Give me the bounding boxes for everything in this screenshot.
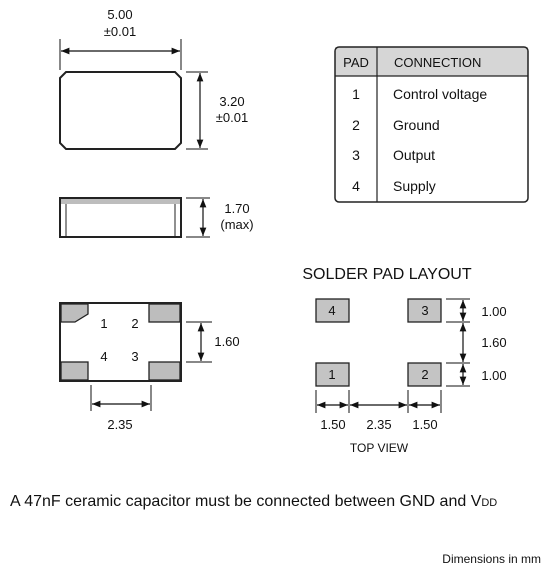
table-cell-pad: 2 bbox=[352, 117, 360, 133]
solder-pad-label-3: 3 bbox=[421, 303, 428, 318]
solder-layout-title: SOLDER PAD LAYOUT bbox=[302, 266, 471, 283]
top-body-outline bbox=[59, 71, 182, 150]
side-body-lid bbox=[61, 199, 180, 204]
bottom-pad-label-2: 2 bbox=[131, 316, 138, 331]
table-header-pad: PAD bbox=[343, 55, 369, 70]
bottom-pad-4 bbox=[60, 361, 89, 381]
table-cell-pad: 1 bbox=[352, 86, 360, 102]
table-border bbox=[334, 46, 529, 203]
pad-spacing-value: 2.35 bbox=[107, 417, 132, 432]
top-width-value: 5.00 bbox=[107, 7, 132, 22]
solder-pad-2 bbox=[407, 362, 442, 387]
solder-dim-bottom-2: 2.35 bbox=[366, 417, 391, 432]
solder-pad-label-4: 4 bbox=[328, 303, 335, 318]
bottom-pad-3 bbox=[148, 361, 181, 381]
table-cell-pad: 4 bbox=[352, 178, 360, 194]
top-height-value: 3.20 bbox=[219, 94, 244, 109]
top-body-view: 5.00 ±0.01 3.20 ±0.01 bbox=[59, 7, 248, 150]
side-body-view: 1.70 (max) bbox=[59, 197, 254, 238]
capacitor-note: A 47nF ceramic capacitor must be connect… bbox=[10, 493, 497, 510]
thickness-value: 1.70 bbox=[224, 201, 249, 216]
solder-pad-4 bbox=[315, 298, 350, 323]
pad-height-value: 1.60 bbox=[214, 334, 239, 349]
connection-table: PAD CONNECTION 1 Control voltage 2 Groun… bbox=[334, 46, 529, 203]
bottom-pad-label-1: 1 bbox=[100, 316, 107, 331]
solder-pad-label-2: 2 bbox=[421, 367, 428, 382]
solder-pad-label-1: 1 bbox=[328, 367, 335, 382]
solder-dim-bottom-1: 1.50 bbox=[320, 417, 345, 432]
solder-dim-right-2: 1.60 bbox=[481, 335, 506, 350]
table-cell-connection: Control voltage bbox=[393, 86, 487, 102]
solder-dim-right-3: 1.00 bbox=[481, 368, 506, 383]
solder-pad-3 bbox=[407, 298, 442, 323]
table-cell-pad: 3 bbox=[352, 147, 360, 163]
table-cell-connection: Supply bbox=[393, 178, 436, 194]
units-footer: Dimensions in mm bbox=[442, 552, 541, 566]
thickness-note: (max) bbox=[220, 217, 253, 232]
bottom-pad-label-3: 3 bbox=[131, 349, 138, 364]
table-cell-connection: Output bbox=[393, 147, 435, 163]
solder-pad-layout: SOLDER PAD LAYOUT 4 3 1 2 1.00 1.60 1.00… bbox=[302, 266, 506, 455]
table-header-background bbox=[335, 47, 528, 76]
bottom-body-view: 1 2 4 3 1.60 2.35 bbox=[59, 302, 240, 432]
top-view-label: TOP VIEW bbox=[350, 441, 409, 455]
side-body-outline bbox=[59, 197, 182, 238]
capacitor-note-subscript: DD bbox=[481, 497, 497, 509]
table-header-connection: CONNECTION bbox=[394, 55, 481, 70]
bottom-pad-2 bbox=[148, 303, 181, 323]
solder-dim-right-1: 1.00 bbox=[481, 304, 506, 319]
solder-dim-bottom-3: 1.50 bbox=[412, 417, 437, 432]
table-cell-connection: Ground bbox=[393, 117, 440, 133]
solder-pad-1 bbox=[315, 362, 350, 387]
top-height-tolerance: ±0.01 bbox=[216, 110, 248, 125]
bottom-pad-label-4: 4 bbox=[100, 349, 107, 364]
top-width-tolerance: ±0.01 bbox=[104, 24, 136, 39]
bottom-pad-1 bbox=[60, 303, 89, 323]
capacitor-note-text: A 47nF ceramic capacitor must be connect… bbox=[10, 493, 482, 510]
